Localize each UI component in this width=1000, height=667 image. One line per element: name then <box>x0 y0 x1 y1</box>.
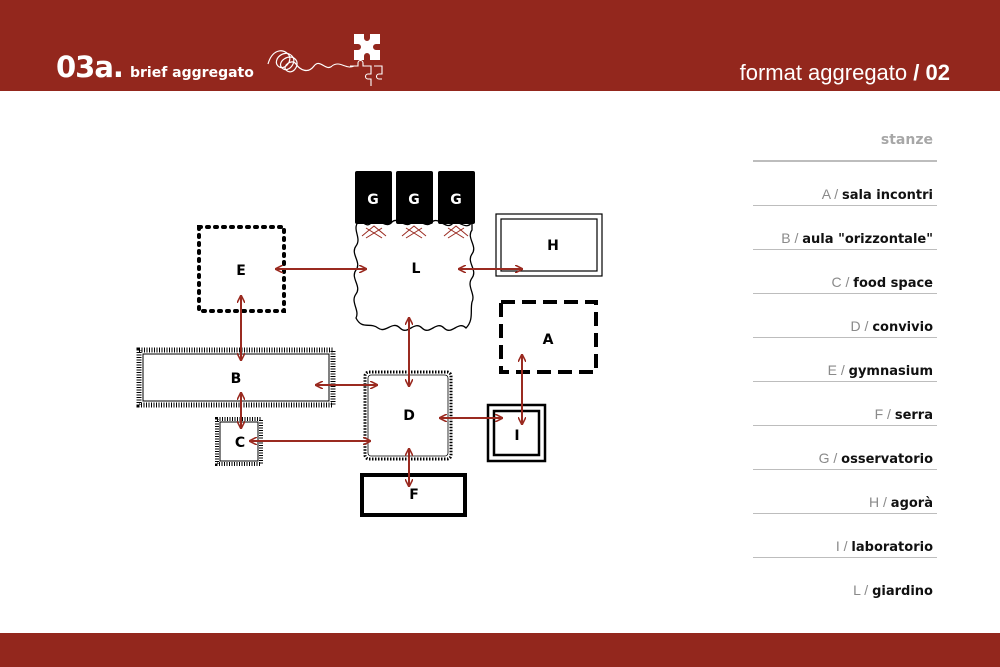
legend-letter: G <box>818 450 830 466</box>
legend-name: agorà <box>890 496 933 511</box>
legend-name: food space <box>853 276 933 291</box>
legend-letter: B <box>781 230 791 246</box>
legend-name: gymnasium <box>848 364 933 379</box>
observatory-marks <box>361 225 469 239</box>
legend-name: laboratorio <box>851 540 933 555</box>
legend-letter: H <box>869 494 880 510</box>
legend-item-G: G / osservatorio <box>753 426 937 470</box>
room-aggregation-diagram: E G G G L H A B <box>136 171 603 517</box>
header-bar: 03a. brief aggregato format aggregato / … <box>0 0 1000 91</box>
room-G1: G <box>355 171 392 224</box>
room-A: A <box>499 300 598 374</box>
room-G3-label: G <box>450 192 462 208</box>
scribble-puzzle-icon <box>267 34 383 86</box>
connections <box>241 269 522 486</box>
legend-item-B: B / aula "orizzontale" <box>753 206 937 250</box>
legend-name: serra <box>894 408 933 423</box>
legend-item-L: L / giardino <box>853 582 933 599</box>
legend-item-I: I / laboratorio <box>753 514 937 558</box>
room-H: H <box>495 213 603 277</box>
room-L: L <box>353 219 475 331</box>
room-L-label: L <box>412 261 421 277</box>
room-G3: G <box>438 171 475 224</box>
legend-name: osservatorio <box>841 452 933 467</box>
format-number: 02 <box>925 60 950 85</box>
room-G2-label: G <box>408 192 420 208</box>
room-C-label: C <box>235 435 245 451</box>
rooms-legend: stanze <box>753 128 937 162</box>
legend-title: stanze <box>753 128 937 162</box>
room-E-label: E <box>236 263 246 279</box>
room-B-label: B <box>231 371 242 387</box>
legend-name: convivio <box>872 320 933 335</box>
legend-item-C: C / food space <box>753 250 937 294</box>
room-A-label: A <box>543 332 554 348</box>
footer-bar <box>0 633 1000 667</box>
legend-letter: L <box>853 582 861 598</box>
legend-item-E: E / gymnasium <box>753 338 937 382</box>
room-B: B <box>136 347 336 408</box>
room-D-label: D <box>403 408 415 424</box>
legend-letter: C <box>831 274 842 290</box>
legend-item-F: F / serra <box>753 382 937 426</box>
legend-letter: D <box>850 318 861 334</box>
format-separator: / <box>913 60 920 85</box>
legend-letter: A <box>821 186 831 202</box>
legend-letter: F <box>874 406 884 422</box>
room-G2: G <box>396 171 433 224</box>
legend-name: sala incontri <box>842 188 933 203</box>
format-label: format aggregato <box>739 60 908 85</box>
room-I: I <box>486 403 547 463</box>
section-title: brief aggregato <box>130 65 254 81</box>
room-F: F <box>360 473 467 517</box>
legend-item-H: H / agorà <box>753 470 937 514</box>
legend-name: giardino <box>872 584 933 599</box>
room-I-label: I <box>514 428 519 444</box>
section-code: 03a. <box>56 50 124 84</box>
legend-items: A / sala incontri B / aula "orizzontale"… <box>753 162 937 602</box>
legend-name: aula "orizzontale" <box>802 232 933 247</box>
room-F-label: F <box>409 487 419 503</box>
legend-letter: E <box>827 362 837 378</box>
legend-item-A: A / sala incontri <box>753 162 937 206</box>
room-H-label: H <box>547 238 559 254</box>
legend-letter: I <box>835 538 840 554</box>
legend-item-D: D / convivio <box>753 294 937 338</box>
format-title: format aggregato / 02 <box>740 60 950 86</box>
room-G1-label: G <box>367 192 379 208</box>
